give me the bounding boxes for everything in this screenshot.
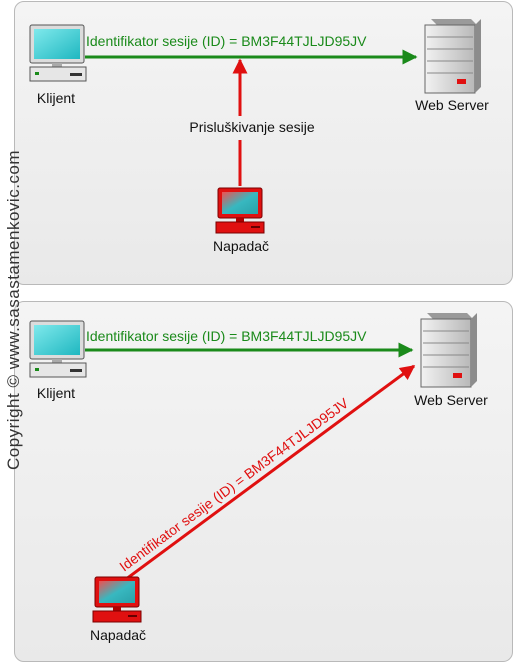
bottom-session-label: Identifikator sesije (ID) = BM3F44TJLJD9… bbox=[86, 328, 367, 344]
client-computer-icon bbox=[29, 24, 87, 82]
top-client-label: Klijent bbox=[36, 90, 76, 106]
top-server-label: Web Server bbox=[415, 97, 489, 113]
bottom-attack-label: Identifikator sesije (ID) = BM3F44TJLJD9… bbox=[116, 394, 352, 574]
bottom-attacker-label: Napadač bbox=[89, 627, 147, 643]
top-attacker-label: Napadač bbox=[212, 238, 270, 254]
attacker-computer-icon bbox=[215, 187, 265, 234]
client-computer-icon bbox=[29, 320, 87, 378]
top-session-label: Identifikator sesije (ID) = BM3F44TJLJD9… bbox=[86, 33, 367, 49]
bottom-server-label: Web Server bbox=[414, 392, 488, 408]
web-server-icon bbox=[424, 19, 481, 94]
top-sniff-label: Prisluškivanje sesije bbox=[189, 119, 315, 135]
web-server-icon bbox=[420, 313, 477, 388]
bottom-client-label: Klijent bbox=[36, 385, 76, 401]
bottom-attack-arrow bbox=[117, 364, 416, 587]
attacker-computer-icon bbox=[92, 576, 142, 623]
